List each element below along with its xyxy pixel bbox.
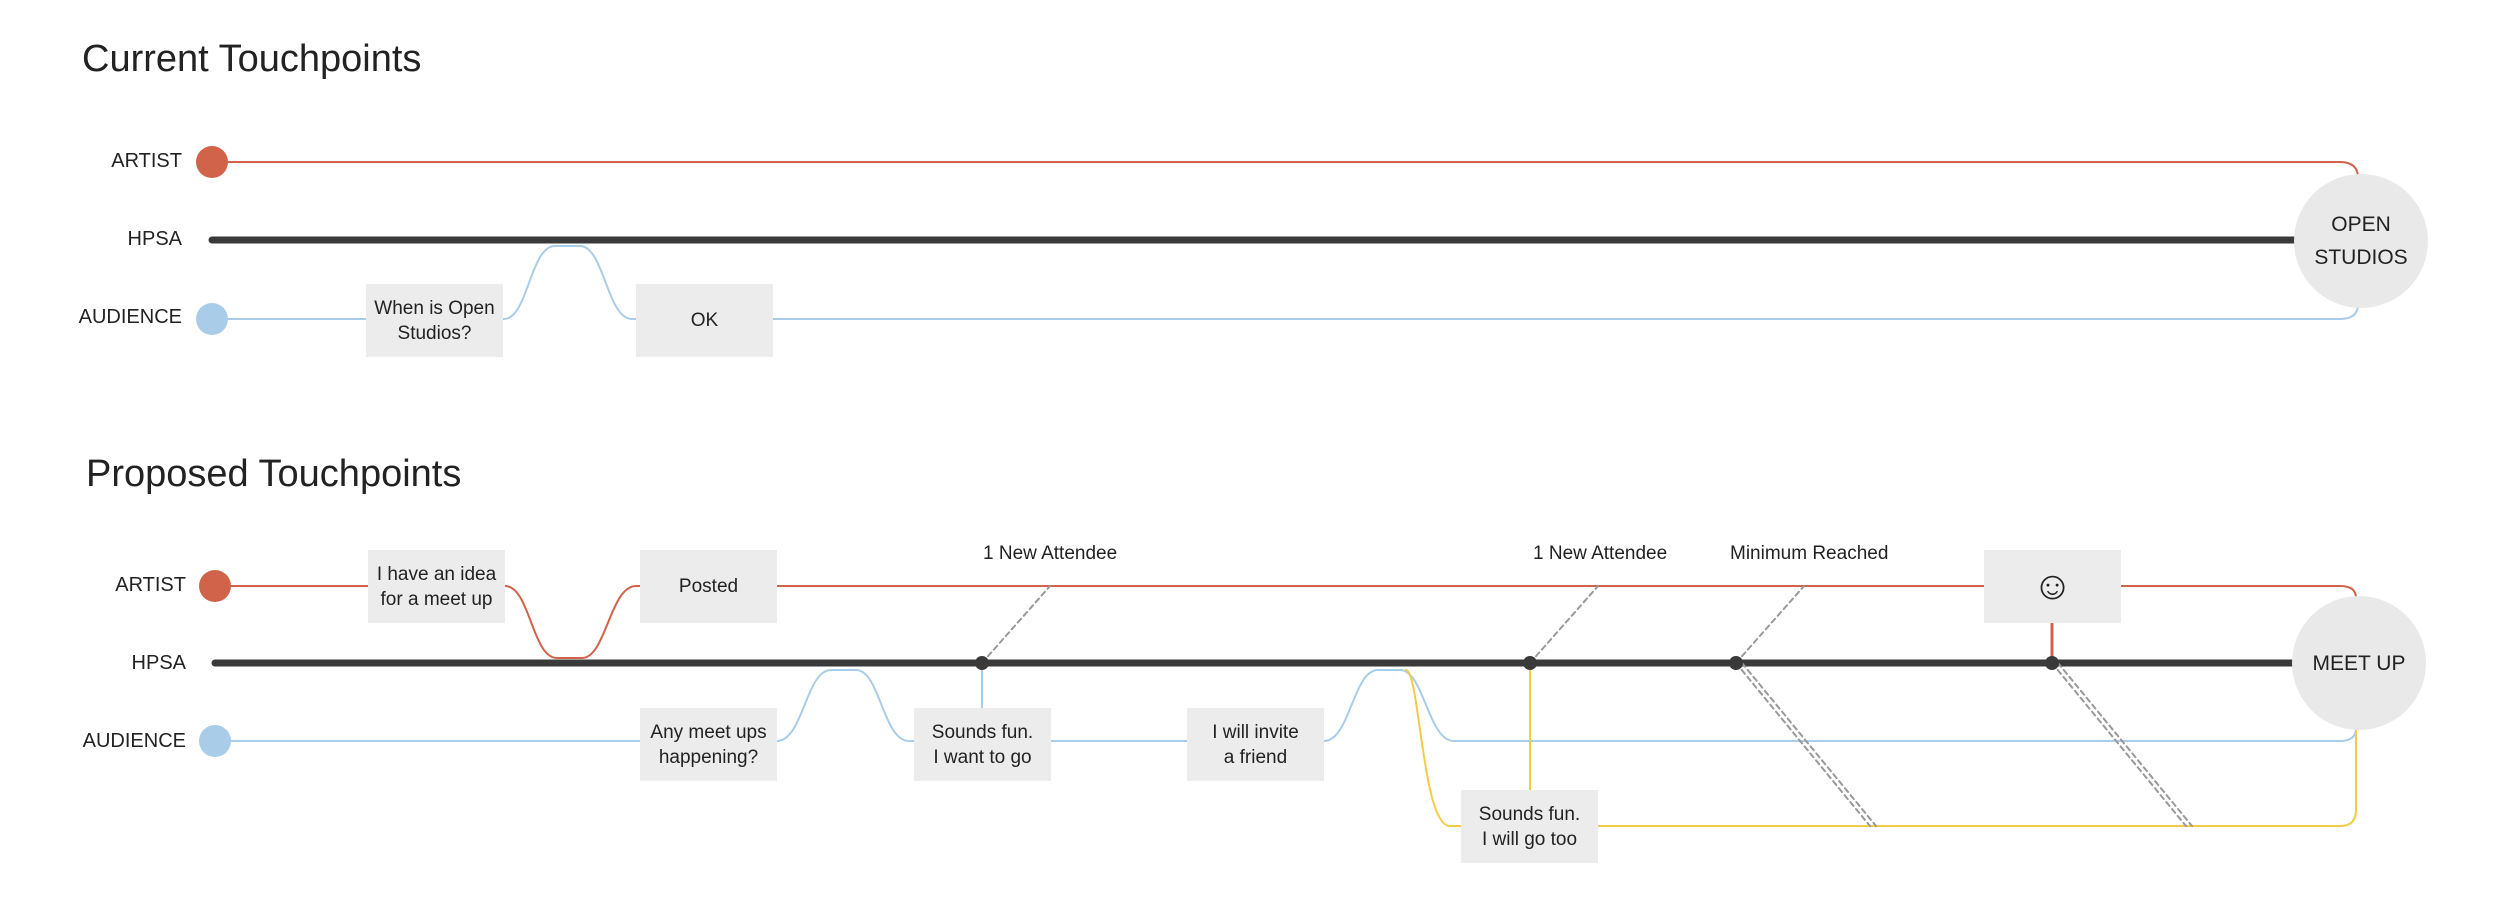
proposed-artist-line-c [2120,585,2357,599]
note-new-attendee-2: 1 New Attendee [1533,543,1668,564]
current-lane-artist: ARTIST [111,150,182,172]
proposed-lane-artist: ARTIST [115,574,186,596]
proposed-artist-dot [199,570,231,602]
note-new-attendee-1: 1 New Attendee [983,543,1118,564]
dash-new-attendee-2 [1529,585,1599,664]
friend-line-a [1405,669,1462,827]
dash-minimum-reached [1735,585,1805,664]
proposed-title: Proposed Touchpoints [86,453,462,495]
box-idea: I have an idea for a meet up [368,550,505,623]
current-lane-hpsa: HPSA [127,228,182,250]
hpsa-node-4 [2045,656,2059,670]
box-any-meetups: Any meet ups happening? [640,708,777,781]
current-audience-dot [196,303,228,335]
hpsa-node-3 [1729,656,1743,670]
current-title: Current Touchpoints [82,38,422,80]
current-artist-dot [196,146,228,178]
dash-smiley-to-friend-a [2051,662,2187,827]
current-lane-audience: AUDIENCE [78,306,182,328]
box-ok: OK [636,284,773,357]
box-go-too: Sounds fun. I will go too [1461,790,1598,863]
dash-minimum-to-friend-a [1735,662,1871,827]
friend-line-b [1597,729,2357,827]
proposed-audience-bump-1 [776,669,915,742]
dash-minimum-to-friend-b [1741,662,1877,827]
proposed-audience-bump-2 [1323,669,2357,742]
note-minimum-reached: Minimum Reached [1730,543,1889,564]
smiley-icon: ☺ [1984,550,2121,623]
proposed-lane-audience: AUDIENCE [82,730,186,752]
terminal-meet-up: MEET UP [2292,596,2426,730]
current-audience-line-a [211,245,637,320]
hpsa-node-2 [1523,656,1537,670]
hpsa-node-1 [975,656,989,670]
dash-new-attendee-1 [981,585,1051,664]
current-audience-line-b [772,303,2359,320]
terminal-open-studios: OPEN STUDIOS [2294,174,2428,308]
current-artist-line [211,161,2359,179]
box-sounds-fun: Sounds fun. I want to go [914,708,1051,781]
box-posted: Posted [640,550,777,623]
proposed-lane-hpsa: HPSA [131,652,186,674]
dash-smiley-to-friend-b [2057,662,2193,827]
box-when-open-studios: When is Open Studios? [366,284,503,357]
box-invite-friend: I will invite a friend [1187,708,1324,781]
proposed-artist-dip [504,585,641,659]
proposed-audience-dot [199,725,231,757]
